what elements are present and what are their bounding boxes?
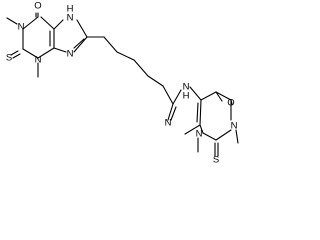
bond <box>10 50 19 56</box>
bond <box>215 91 232 101</box>
atom-hydrogen: H <box>67 4 74 15</box>
bond <box>170 106 177 121</box>
bond <box>235 129 239 144</box>
bond <box>215 91 223 102</box>
bond <box>6 17 18 25</box>
bond <box>53 47 67 53</box>
bond <box>73 36 88 53</box>
upper-xanthine-labels: O N N H S N N <box>6 1 74 66</box>
chemical-structure: O N N H S N N N H O N N N S <box>6 1 239 166</box>
atom-nitrogen: N <box>196 129 203 140</box>
lower-xanthine-bonds <box>167 86 239 157</box>
atom-nitrogen: N <box>231 121 238 132</box>
bond <box>184 124 201 135</box>
bond <box>172 89 182 105</box>
atom-nitrogen: N <box>67 13 74 24</box>
bond <box>200 91 217 101</box>
atom-hydrogen: H <box>183 91 190 102</box>
bond <box>147 75 164 87</box>
bond <box>22 48 39 59</box>
bond <box>215 129 232 141</box>
atom-nitrogen: N <box>183 82 190 93</box>
atom-nitrogen: N <box>18 22 25 33</box>
bond <box>40 16 55 30</box>
bond <box>53 19 64 30</box>
bond <box>73 38 85 49</box>
bond <box>230 99 233 105</box>
atom-sulfur: S <box>213 155 219 166</box>
bond <box>133 59 149 77</box>
atom-nitrogen: N <box>165 118 172 129</box>
atom-sulfur: S <box>6 53 12 64</box>
pentyl-chain-bonds <box>86 36 174 105</box>
atom-oxygen: O <box>34 1 41 12</box>
atom-nitrogen: N <box>35 55 42 66</box>
atom-nitrogen: N <box>67 49 74 60</box>
bond <box>167 103 174 121</box>
atom-oxygen: O <box>227 98 234 109</box>
bond <box>199 124 204 134</box>
bond <box>196 102 199 123</box>
lower-xanthine-labels: N H O N N N S <box>165 82 238 166</box>
bond <box>202 132 217 141</box>
bond <box>12 53 21 59</box>
bond <box>76 19 88 38</box>
bond <box>162 85 174 105</box>
bond <box>199 99 202 126</box>
upper-xanthine-bonds <box>6 12 88 78</box>
bond <box>22 16 39 30</box>
bond <box>37 47 55 59</box>
bond <box>103 36 118 53</box>
bond <box>116 51 135 61</box>
bond <box>189 86 202 101</box>
